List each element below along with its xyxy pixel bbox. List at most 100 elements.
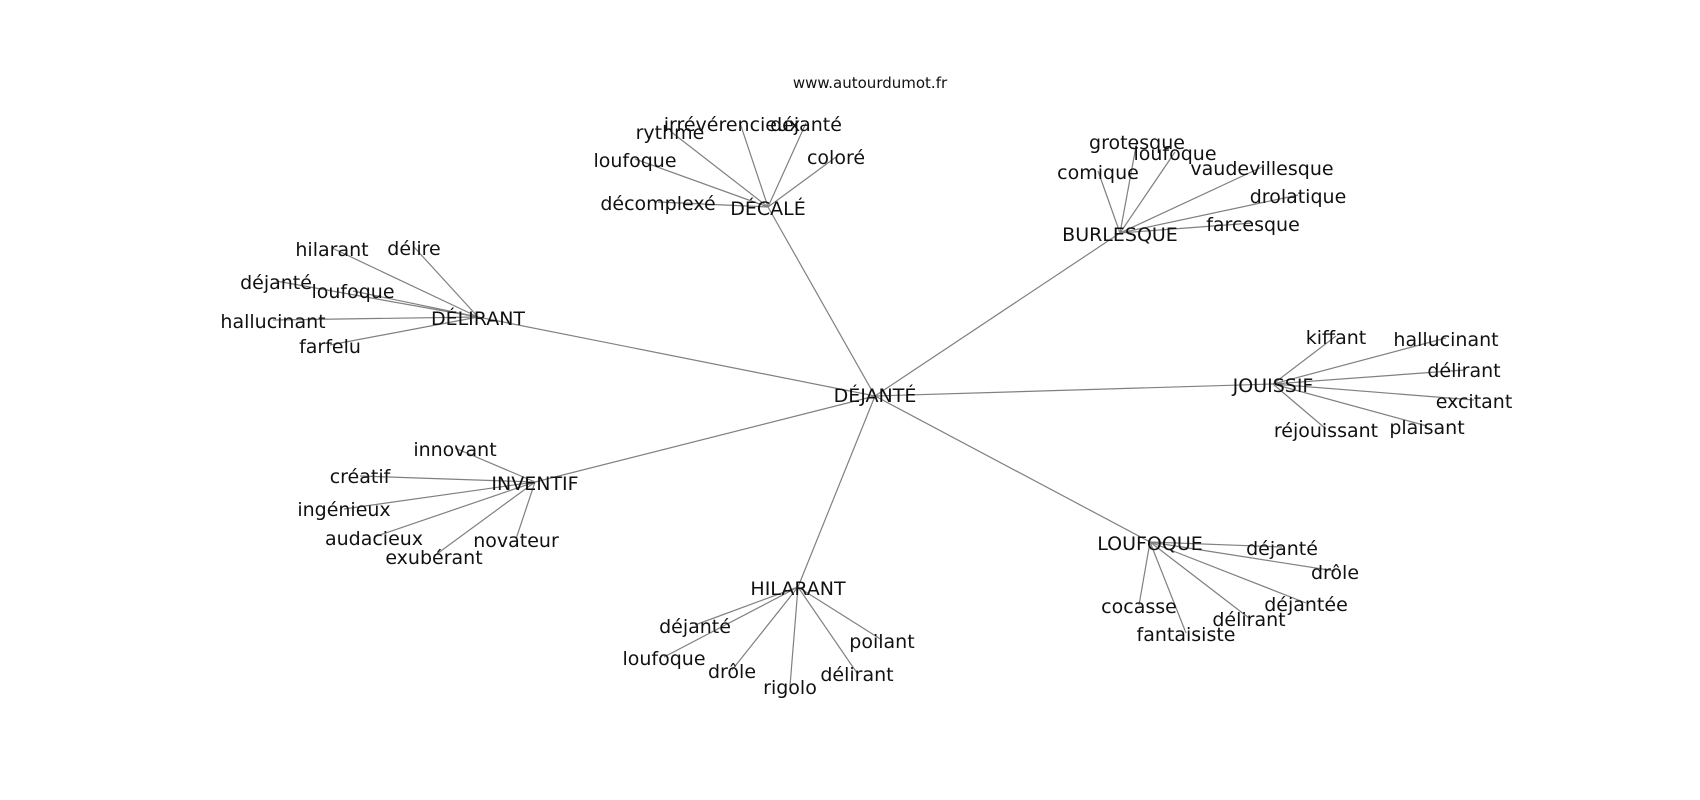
edge-burlesque-grotesque (1119, 140, 1138, 234)
leaf-node-loufoque-fantaisiste[interactable]: fantaisiste (1137, 624, 1236, 646)
leaf-node-burlesque-loufoque[interactable]: loufoque (1133, 143, 1216, 165)
edge-inventif-innovant (454, 447, 536, 483)
edge-burlesque-comique (1097, 170, 1121, 234)
edge-jouissif-plaisant (1272, 383, 1428, 427)
leaf-node-hilarant-loufoque[interactable]: loufoque (622, 648, 705, 670)
edge-hilarant-rigolo (789, 586, 799, 687)
edge-jouissif-rejouissant (1272, 383, 1327, 430)
edge-jouissif-delirant (1272, 369, 1465, 385)
leaf-node-jouissif-delirant[interactable]: délirant (1427, 360, 1500, 382)
leaf-node-delirant-farfelu[interactable]: farfelu (299, 336, 361, 358)
edge-jouissif-hallucinant (1272, 337, 1447, 385)
leaf-node-loufoque-dejantee[interactable]: déjantée (1264, 594, 1348, 616)
leaf-node-decale-dejante[interactable]: déjanté (770, 114, 842, 136)
edge-decale-irreverencieux (739, 122, 769, 208)
edge-burlesque-vaudevillesque (1119, 166, 1263, 234)
graph-labels: www.autourdumot.fr DÉCALÉirrévérencieuxd… (220, 74, 1512, 699)
edge-loufoque-delirant (1149, 541, 1250, 619)
site-url[interactable]: www.autourdumot.fr (793, 74, 948, 92)
hub-node-decale[interactable]: DÉCALÉ (730, 197, 806, 220)
leaf-node-inventif-ingenieux[interactable]: ingénieux (297, 499, 390, 521)
edge-loufoque-drole (1149, 541, 1336, 572)
edge-center-hilarant (797, 395, 876, 588)
edge-hilarant-delirant (797, 586, 858, 674)
edge-decale-rythme (669, 130, 769, 208)
leaf-node-loufoque-drole[interactable]: drôle (1311, 562, 1359, 584)
leaf-node-inventif-innovant[interactable]: innovant (413, 439, 496, 461)
edge-decale-loufoque (634, 158, 769, 208)
leaf-node-inventif-creatif[interactable]: créatif (330, 466, 392, 488)
edge-loufoque-fantaisiste (1149, 541, 1187, 634)
leaf-node-hilarant-dejante[interactable]: déjanté (659, 616, 731, 638)
graph-edges (272, 122, 1475, 687)
edge-inventif-novateur (515, 481, 536, 540)
edge-center-jouissif (874, 383, 1274, 397)
leaf-node-jouissif-excitant[interactable]: excitant (1436, 391, 1513, 413)
leaf-node-burlesque-grotesque[interactable]: grotesque (1089, 132, 1185, 154)
edge-inventif-ingenieux (343, 481, 536, 510)
leaf-node-hilarant-rigolo[interactable]: rigolo (763, 677, 817, 699)
hub-node-burlesque[interactable]: BURLESQUE (1062, 224, 1178, 246)
edge-hilarant-dejante (694, 586, 799, 626)
leaf-node-jouissif-hallucinant[interactable]: hallucinant (1393, 329, 1498, 351)
leaf-node-hilarant-poilant[interactable]: poilant (849, 631, 914, 653)
hub-node-delirant[interactable]: DÉLIRANT (431, 307, 525, 330)
edge-delirant-delire (413, 246, 479, 318)
center-node[interactable]: DÉJANTÉ (834, 384, 917, 407)
leaf-node-inventif-novateur[interactable]: novateur (473, 530, 559, 552)
leaf-node-delirant-loufoque[interactable]: loufoque (311, 281, 394, 303)
hub-node-jouissif[interactable]: JOUISSIF (1232, 375, 1314, 397)
leaf-node-delirant-dejante[interactable]: déjanté (240, 272, 312, 294)
edge-delirant-dejante (275, 280, 479, 318)
leaf-node-delirant-hallucinant[interactable]: hallucinant (220, 311, 325, 333)
edge-delirant-hilarant (331, 247, 479, 318)
edge-loufoque-dejante (1149, 541, 1283, 548)
edge-hilarant-drole (731, 586, 799, 671)
edge-burlesque-farcesque (1119, 222, 1254, 234)
edge-center-loufoque (874, 395, 1151, 543)
leaf-node-delirant-delire[interactable]: délire (387, 238, 440, 260)
leaf-node-jouissif-kiffant[interactable]: kiffant (1306, 327, 1367, 349)
edge-burlesque-drolatique (1119, 194, 1299, 234)
edge-center-inventif (534, 395, 876, 483)
edge-jouissif-kiffant (1272, 335, 1337, 385)
leaf-node-burlesque-comique[interactable]: comique (1057, 162, 1139, 184)
leaf-node-loufoque-cocasse[interactable]: cocasse (1101, 596, 1177, 618)
edge-decale-dejante (767, 122, 807, 208)
leaf-node-decale-irreverencieux[interactable]: irrévérencieux (664, 114, 801, 136)
leaf-node-burlesque-farcesque[interactable]: farcesque (1206, 214, 1300, 236)
hub-node-loufoque[interactable]: LOUFOQUE (1097, 533, 1203, 555)
edge-delirant-farfelu (329, 316, 479, 346)
leaf-node-decale-decomplexe[interactable]: décomplexé (600, 193, 715, 215)
edge-loufoque-cocasse (1138, 541, 1151, 606)
leaf-node-hilarant-delirant[interactable]: délirant (820, 664, 893, 686)
leaf-node-loufoque-delirant[interactable]: délirant (1212, 609, 1285, 631)
edge-burlesque-loufoque (1119, 151, 1176, 234)
edge-delirant-hallucinant (272, 316, 479, 321)
leaf-node-jouissif-plaisant[interactable]: plaisant (1389, 417, 1464, 439)
leaf-node-delirant-hilarant[interactable]: hilarant (295, 239, 368, 261)
edge-center-burlesque (874, 232, 1121, 397)
leaf-node-burlesque-drolatique[interactable]: drolatique (1250, 186, 1347, 208)
edge-inventif-creatif (359, 475, 536, 483)
leaf-node-decale-colore[interactable]: coloré (807, 147, 865, 169)
edge-hilarant-poilant (797, 586, 883, 641)
edge-inventif-audacieux (373, 481, 536, 538)
leaf-node-jouissif-rejouissant[interactable]: réjouissant (1274, 420, 1378, 442)
hub-node-inventif[interactable]: INVENTIF (491, 473, 578, 495)
leaf-node-inventif-exuberant[interactable]: exubérant (385, 547, 482, 569)
edge-delirant-loufoque (352, 290, 479, 318)
edge-center-decale (767, 206, 876, 397)
hub-node-hilarant[interactable]: HILARANT (750, 578, 846, 600)
leaf-node-loufoque-dejante[interactable]: déjanté (1246, 538, 1318, 560)
leaf-node-decale-rythme[interactable]: rythme (636, 122, 705, 144)
leaf-node-burlesque-vaudevillesque[interactable]: vaudevillesque (1190, 158, 1333, 180)
leaf-node-hilarant-drole[interactable]: drôle (708, 661, 756, 683)
edge-decale-decomplexe (657, 201, 769, 208)
edge-decale-colore (767, 156, 837, 208)
edge-jouissif-excitant (1272, 383, 1475, 401)
leaf-node-decale-loufoque[interactable]: loufoque (593, 150, 676, 172)
edge-loufoque-dejantee (1149, 541, 1307, 604)
leaf-node-inventif-audacieux[interactable]: audacieux (325, 528, 423, 550)
